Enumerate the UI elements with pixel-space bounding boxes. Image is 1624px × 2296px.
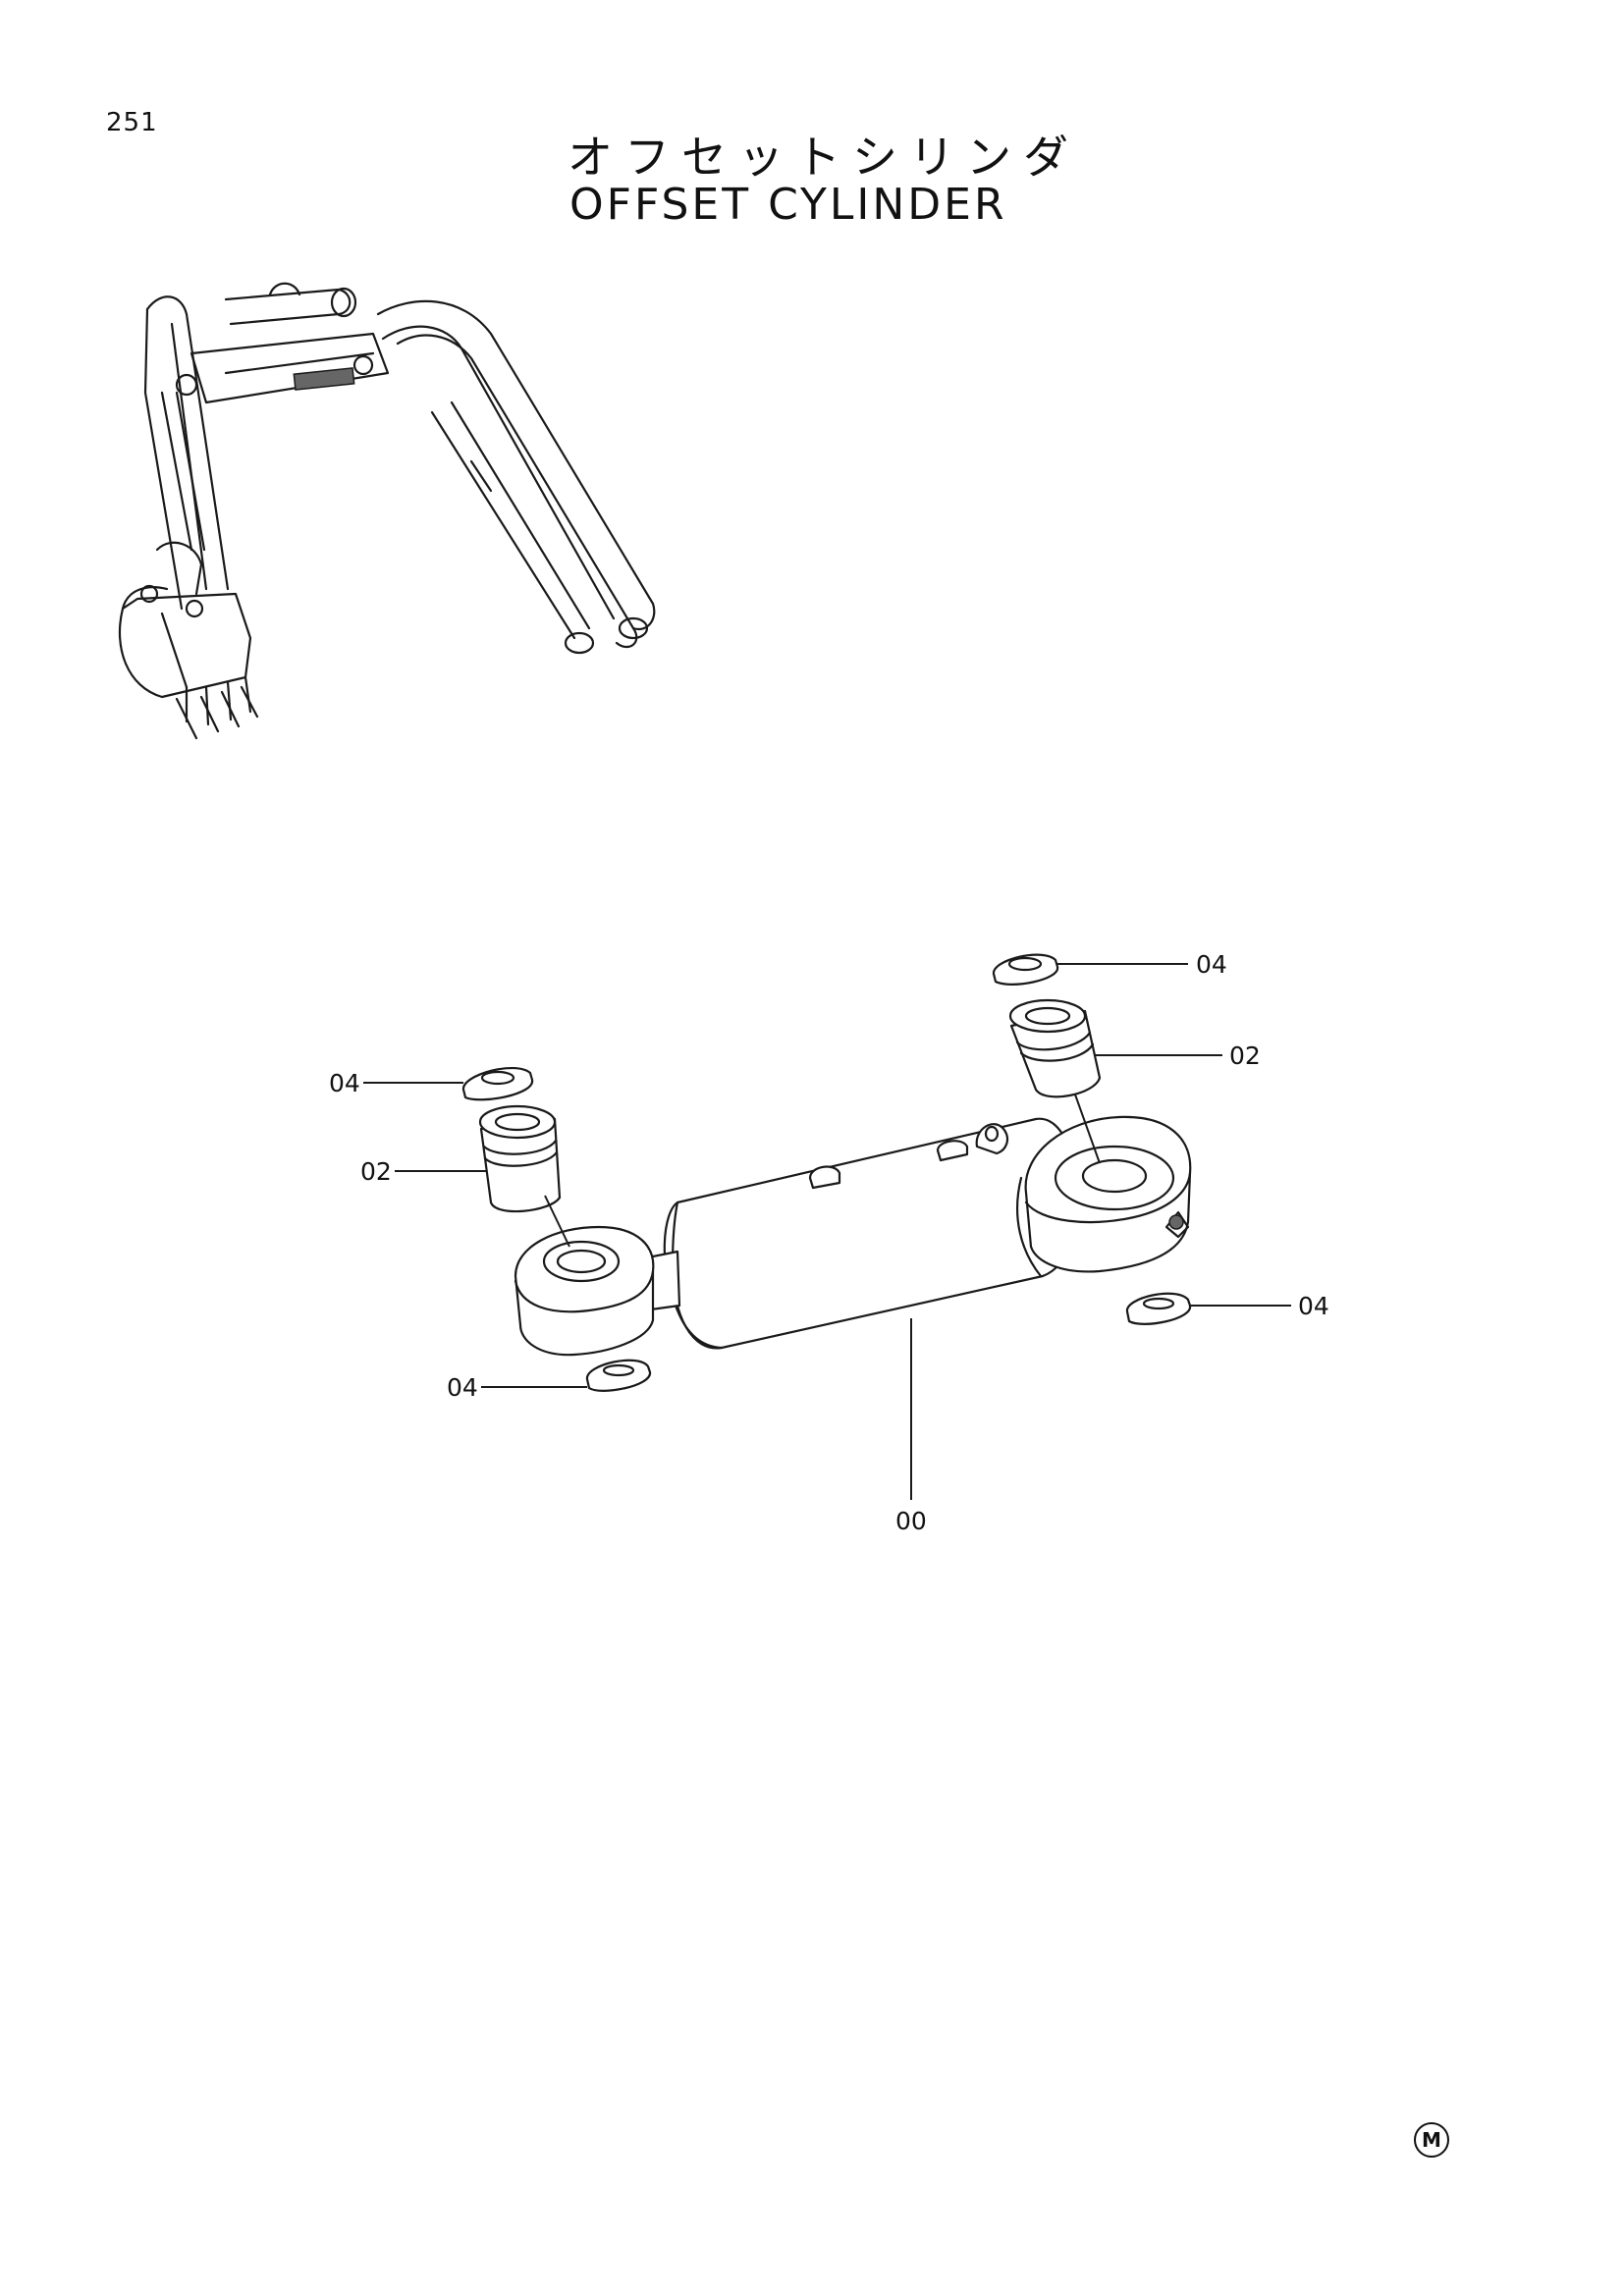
washer-left-top xyxy=(461,1067,534,1101)
callout-washer-left-bottom: 04 xyxy=(447,1373,587,1402)
svg-text:04: 04 xyxy=(447,1373,478,1402)
svg-text:02: 02 xyxy=(360,1157,392,1186)
bushing-left xyxy=(478,1104,562,1213)
svg-text:04: 04 xyxy=(1196,950,1227,979)
callout-bushing-left: 02 xyxy=(360,1157,486,1186)
offset-cylinder-assembly xyxy=(461,953,1192,1392)
page-title-japanese: オフセットシリンダ xyxy=(568,131,1080,184)
page-title-english: OFFSET CYLINDER xyxy=(569,180,1007,230)
svg-text:00: 00 xyxy=(895,1507,927,1535)
callout-washer-right-bottom: 04 xyxy=(1190,1292,1329,1320)
excavator-attachment-illustration xyxy=(118,282,656,740)
callout-cylinder-assembly: 00 xyxy=(895,1318,927,1535)
callout-washer-left-top: 04 xyxy=(329,1069,463,1097)
svg-text:04: 04 xyxy=(1298,1292,1329,1320)
callout-washer-top-right: 04 xyxy=(1057,950,1227,979)
callout-bushing-right: 02 xyxy=(1095,1041,1261,1070)
svg-text:02: 02 xyxy=(1229,1041,1261,1070)
washer-left-bottom xyxy=(585,1359,652,1392)
washer-right-bottom xyxy=(1125,1292,1192,1325)
page-number: 251 xyxy=(106,108,158,137)
washer-right-top xyxy=(992,953,1059,986)
svg-text:04: 04 xyxy=(329,1069,360,1097)
bushing-right xyxy=(1008,998,1102,1098)
catalog-mark: M xyxy=(1414,2122,1449,2158)
